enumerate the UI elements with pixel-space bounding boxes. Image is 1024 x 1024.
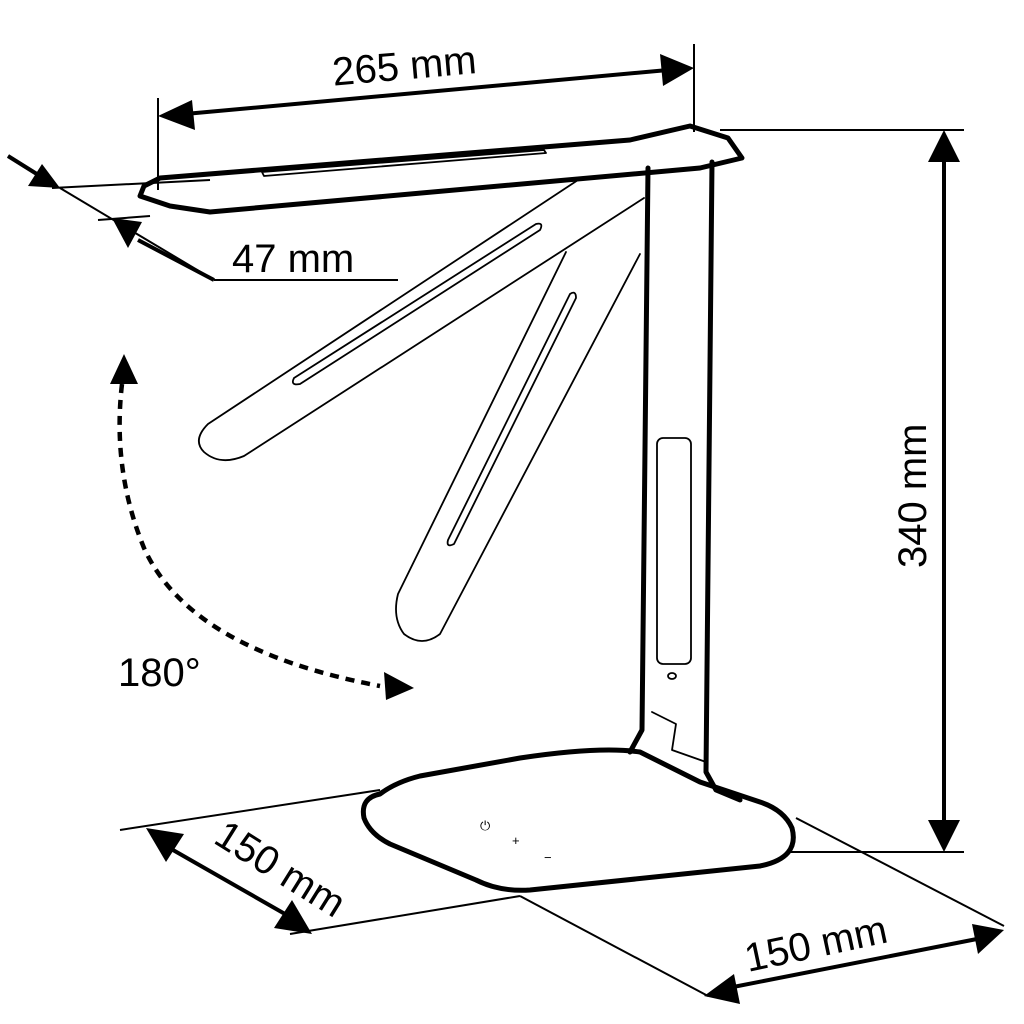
lamp-arm-position-mid — [198, 179, 645, 462]
lamp-base: ⏻ + − — [360, 747, 796, 893]
lamp-arm-horizontal — [137, 123, 745, 215]
lamp-arm-position-low — [395, 251, 641, 642]
dimension-arm-length: 265 mm — [157, 38, 695, 190]
arm-mid-light-slot — [291, 222, 543, 386]
dimension-arm-length-label: 265 mm — [331, 38, 479, 94]
display-window — [656, 437, 692, 665]
power-button-icon[interactable]: ⏻ — [480, 818, 490, 833]
dimension-base-depth: 150 mm — [119, 789, 521, 935]
lamp-stand — [627, 159, 743, 803]
dimension-height-label: 340 mm — [891, 424, 935, 569]
sensor-dot — [667, 672, 677, 680]
rotation-label: 180° — [118, 651, 201, 695]
dimension-height: 340 mm — [720, 129, 964, 853]
minus-button[interactable]: − — [544, 850, 552, 865]
arm-low-light-slot — [446, 291, 577, 547]
plus-button[interactable]: + — [512, 833, 520, 848]
dimension-base-width: 150 mm — [519, 817, 1005, 1004]
dimension-arm-width-label: 47 mm — [232, 237, 354, 281]
arm-light-slot — [261, 149, 547, 177]
rotation-indicator: 180° — [110, 354, 414, 700]
dimension-arm-width: 47 mm — [6, 154, 398, 282]
